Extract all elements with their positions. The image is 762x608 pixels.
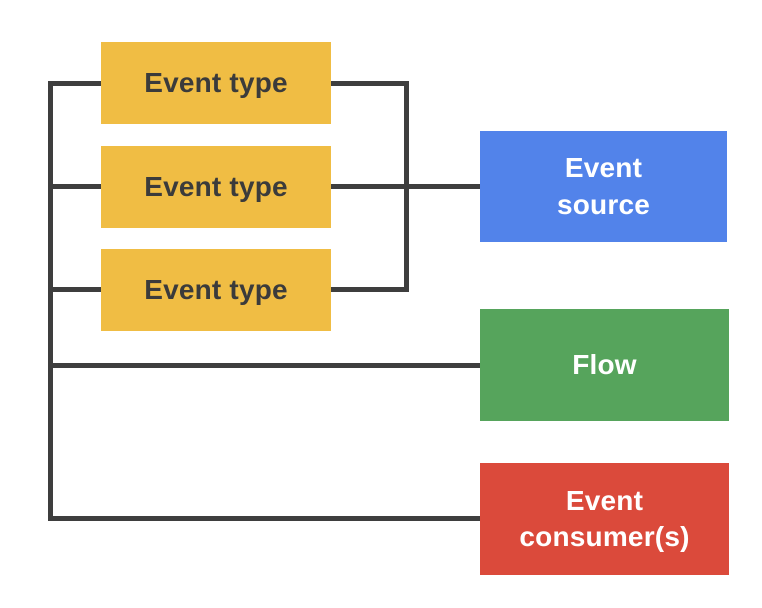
flow-connector-line bbox=[48, 363, 480, 368]
node-event-type-2: Event type bbox=[101, 146, 331, 228]
node-event-type-3-label: Event type bbox=[144, 273, 288, 305]
node-event-source-label: Event source bbox=[556, 152, 651, 220]
event-type-1-left-connector bbox=[48, 81, 103, 86]
right-bus-vertical-line bbox=[404, 81, 409, 291]
left-bus-vertical-line bbox=[48, 81, 53, 521]
node-event-consumers-label: Event consumer(s) bbox=[519, 484, 690, 552]
node-event-type-1: Event type bbox=[101, 42, 331, 124]
node-event-type-3: Event type bbox=[101, 249, 331, 331]
node-event-consumers: Event consumer(s) bbox=[480, 463, 729, 575]
node-flow-label: Flow bbox=[572, 348, 637, 380]
event-type-1-right-connector bbox=[331, 81, 409, 86]
node-event-type-1-label: Event type bbox=[144, 66, 288, 98]
event-consumers-connector-line bbox=[48, 516, 480, 521]
node-flow: Flow bbox=[480, 309, 729, 421]
event-type-3-left-connector bbox=[48, 287, 103, 292]
node-event-source: Event source bbox=[480, 131, 727, 242]
event-type-3-right-connector bbox=[331, 287, 409, 292]
node-event-type-2-label: Event type bbox=[144, 170, 288, 202]
event-type-2-left-connector bbox=[48, 184, 103, 189]
